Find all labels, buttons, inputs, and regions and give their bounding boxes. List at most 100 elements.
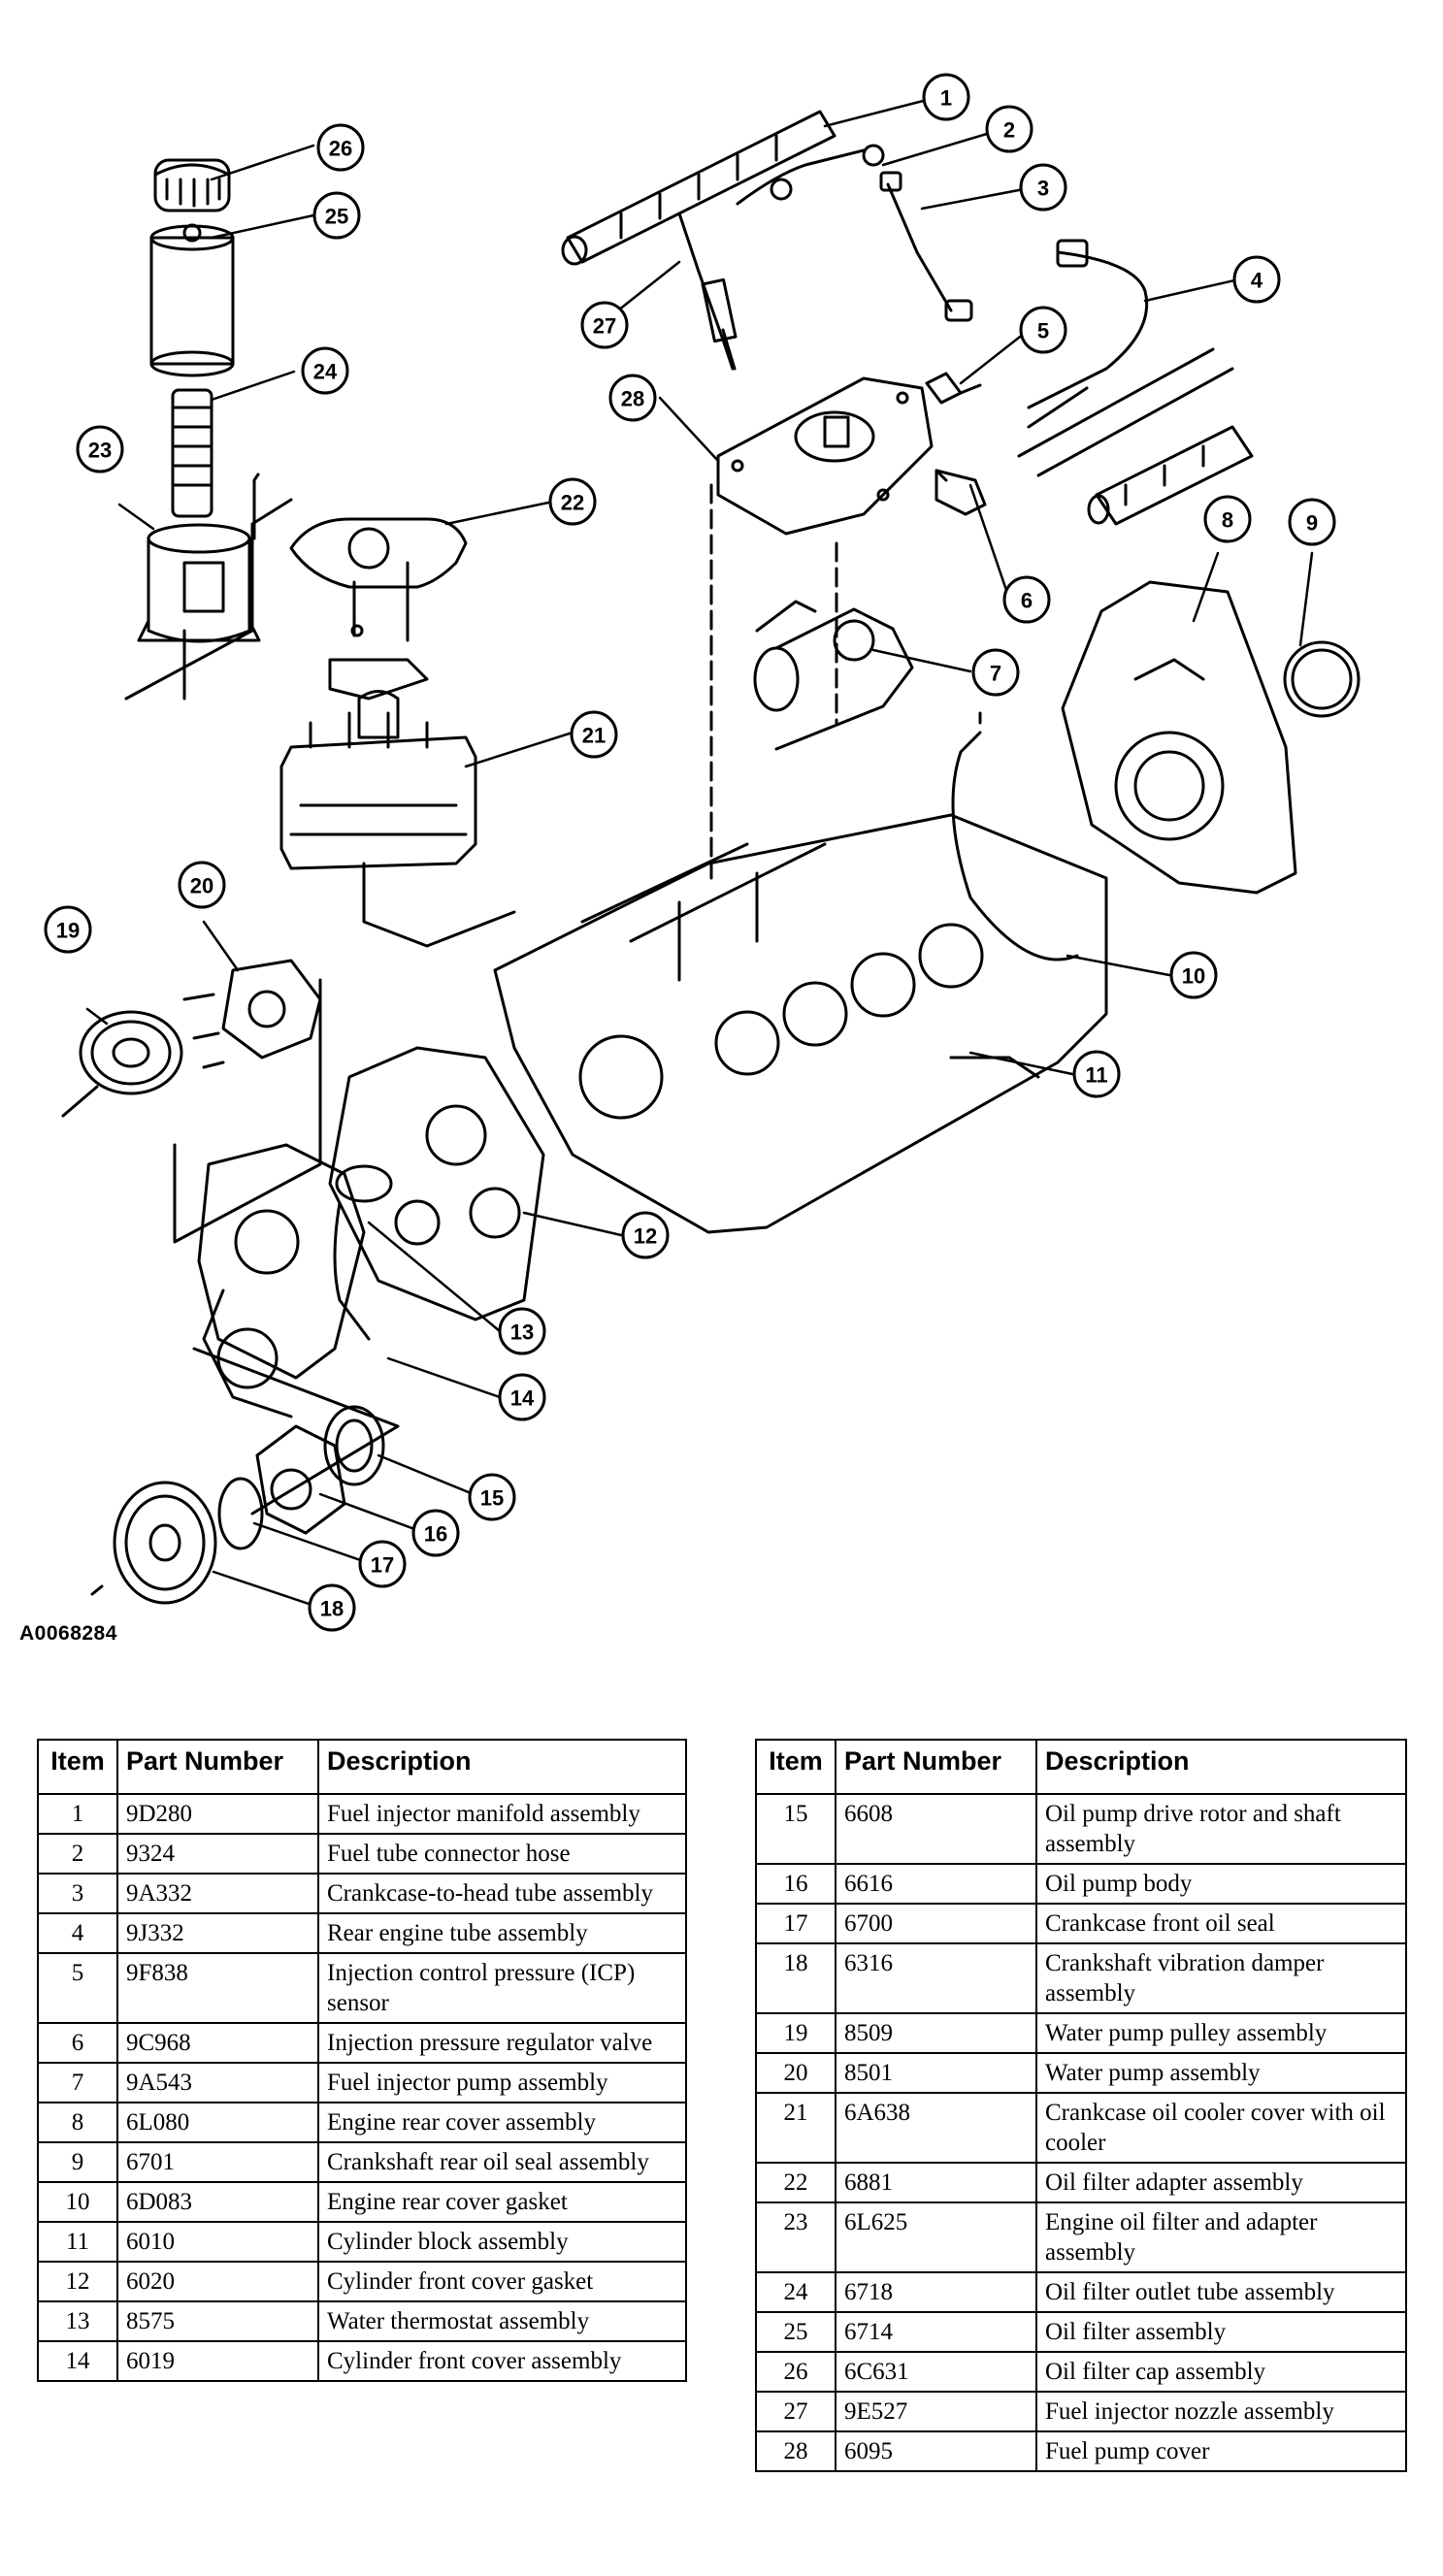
- svg-text:27: 27: [593, 314, 616, 339]
- svg-text:16: 16: [424, 1522, 447, 1547]
- svg-text:10: 10: [1182, 964, 1205, 989]
- part-number-cell: 6608: [835, 1793, 1037, 1865]
- fuel-injector-manifold-part: [561, 110, 836, 371]
- description-cell: Water pump assembly: [1035, 2052, 1407, 2094]
- part-number-cell: 6D083: [116, 2181, 319, 2223]
- water-pump-part: [182, 959, 322, 1069]
- description-cell: Crankcase-to-head tube assembly: [317, 1873, 687, 1914]
- callout-13: 13: [498, 1307, 546, 1355]
- oil-pump-body-part: [255, 1424, 346, 1535]
- part-number-cell: 8509: [835, 2012, 1037, 2054]
- callout-6: 6: [1002, 575, 1051, 624]
- part-number-cell: 6095: [835, 2430, 1037, 2472]
- item-cell: 22: [755, 2162, 836, 2203]
- svg-text:22: 22: [561, 491, 584, 515]
- part-number-cell: 9J332: [116, 1912, 319, 1954]
- part-number-cell: 6616: [835, 1863, 1037, 1905]
- fuel-injector-pump-part: [753, 600, 914, 751]
- svg-text:24: 24: [313, 360, 338, 384]
- svg-text:14: 14: [510, 1386, 535, 1411]
- description-cell: Engine oil filter and adapter assembly: [1035, 2201, 1407, 2273]
- oil-pump-drive-rotor-part: [323, 1405, 385, 1486]
- svg-text:26: 26: [329, 137, 352, 161]
- item-cell: 28: [755, 2430, 836, 2472]
- item-cell: 25: [755, 2311, 836, 2353]
- description-cell: Injection control pressure (ICP) sensor: [317, 1952, 687, 2024]
- svg-text:23: 23: [88, 439, 112, 463]
- description-cell: Engine rear cover gasket: [317, 2181, 687, 2223]
- callout-19: 19: [44, 905, 92, 954]
- callout-12: 12: [621, 1211, 670, 1259]
- callout-11: 11: [1072, 1050, 1121, 1098]
- item-cell: 15: [755, 1793, 836, 1865]
- description-cell: Crankcase front oil seal: [1035, 1903, 1407, 1944]
- part-number-cell: 9C968: [116, 2022, 319, 2064]
- alignment-line: [192, 1347, 400, 1516]
- header-item: Item: [37, 1739, 118, 1795]
- callout-22: 22: [548, 477, 597, 526]
- engine-rear-cover-gasket-part: [951, 711, 1079, 962]
- description-cell: Crankshaft rear oil seal assembly: [317, 2141, 687, 2183]
- description-cell: Crankshaft vibration damper assembly: [1035, 1942, 1407, 2014]
- svg-text:25: 25: [325, 205, 348, 229]
- description-cell: Oil filter cap assembly: [1035, 2351, 1407, 2393]
- item-cell: 2: [37, 1833, 118, 1875]
- part-number-cell: 6A638: [835, 2092, 1037, 2164]
- svg-text:5: 5: [1037, 319, 1049, 343]
- description-cell: Crankcase oil cooler cover with oil cool…: [1035, 2092, 1407, 2164]
- header-part-number: Part Number: [116, 1739, 319, 1795]
- item-cell: 23: [755, 2201, 836, 2273]
- svg-text:12: 12: [634, 1224, 657, 1249]
- part-number-cell: 6701: [116, 2141, 319, 2183]
- description-cell: Injection pressure regulator valve: [317, 2022, 687, 2064]
- part-number-cell: 6L625: [835, 2201, 1037, 2273]
- callout-27: 27: [580, 301, 629, 349]
- item-cell: 21: [755, 2092, 836, 2164]
- callout-16: 16: [411, 1509, 460, 1557]
- item-cell: 19: [755, 2012, 836, 2054]
- callout-9: 9: [1288, 498, 1336, 546]
- rear-engine-tube-part: [1017, 239, 1254, 526]
- description-cell: Fuel tube connector hose: [317, 1833, 687, 1875]
- icp-sensor-part: [925, 372, 982, 405]
- part-number-cell: 9F838: [116, 1952, 319, 2024]
- description-cell: Cylinder front cover gasket: [317, 2261, 687, 2302]
- callout-18: 18: [308, 1583, 356, 1632]
- part-number-cell: 9A332: [116, 1873, 319, 1914]
- alignment-line: [173, 978, 322, 1244]
- callout-8: 8: [1203, 495, 1252, 543]
- description-cell: Oil filter outlet tube assembly: [1035, 2271, 1407, 2313]
- callout-3: 3: [1019, 163, 1067, 212]
- oil-filter-part: [149, 223, 235, 377]
- svg-text:13: 13: [510, 1321, 534, 1345]
- part-number-cell: 9A543: [116, 2062, 319, 2103]
- part-number-cell: 9E527: [835, 2391, 1037, 2432]
- svg-text:18: 18: [320, 1597, 344, 1621]
- item-cell: 17: [755, 1903, 836, 1944]
- description-cell: Cylinder front cover assembly: [317, 2340, 687, 2382]
- callout-21: 21: [570, 710, 618, 759]
- description-cell: Oil filter assembly: [1035, 2311, 1407, 2353]
- crankcase-to-head-tube-part: [879, 171, 973, 322]
- callout-14: 14: [498, 1373, 546, 1421]
- callout-17: 17: [358, 1540, 407, 1588]
- part-number-cell: 6020: [116, 2261, 319, 2302]
- item-cell: 20: [755, 2052, 836, 2094]
- description-cell: Oil pump body: [1035, 1863, 1407, 1905]
- part-number-cell: 6010: [116, 2221, 319, 2263]
